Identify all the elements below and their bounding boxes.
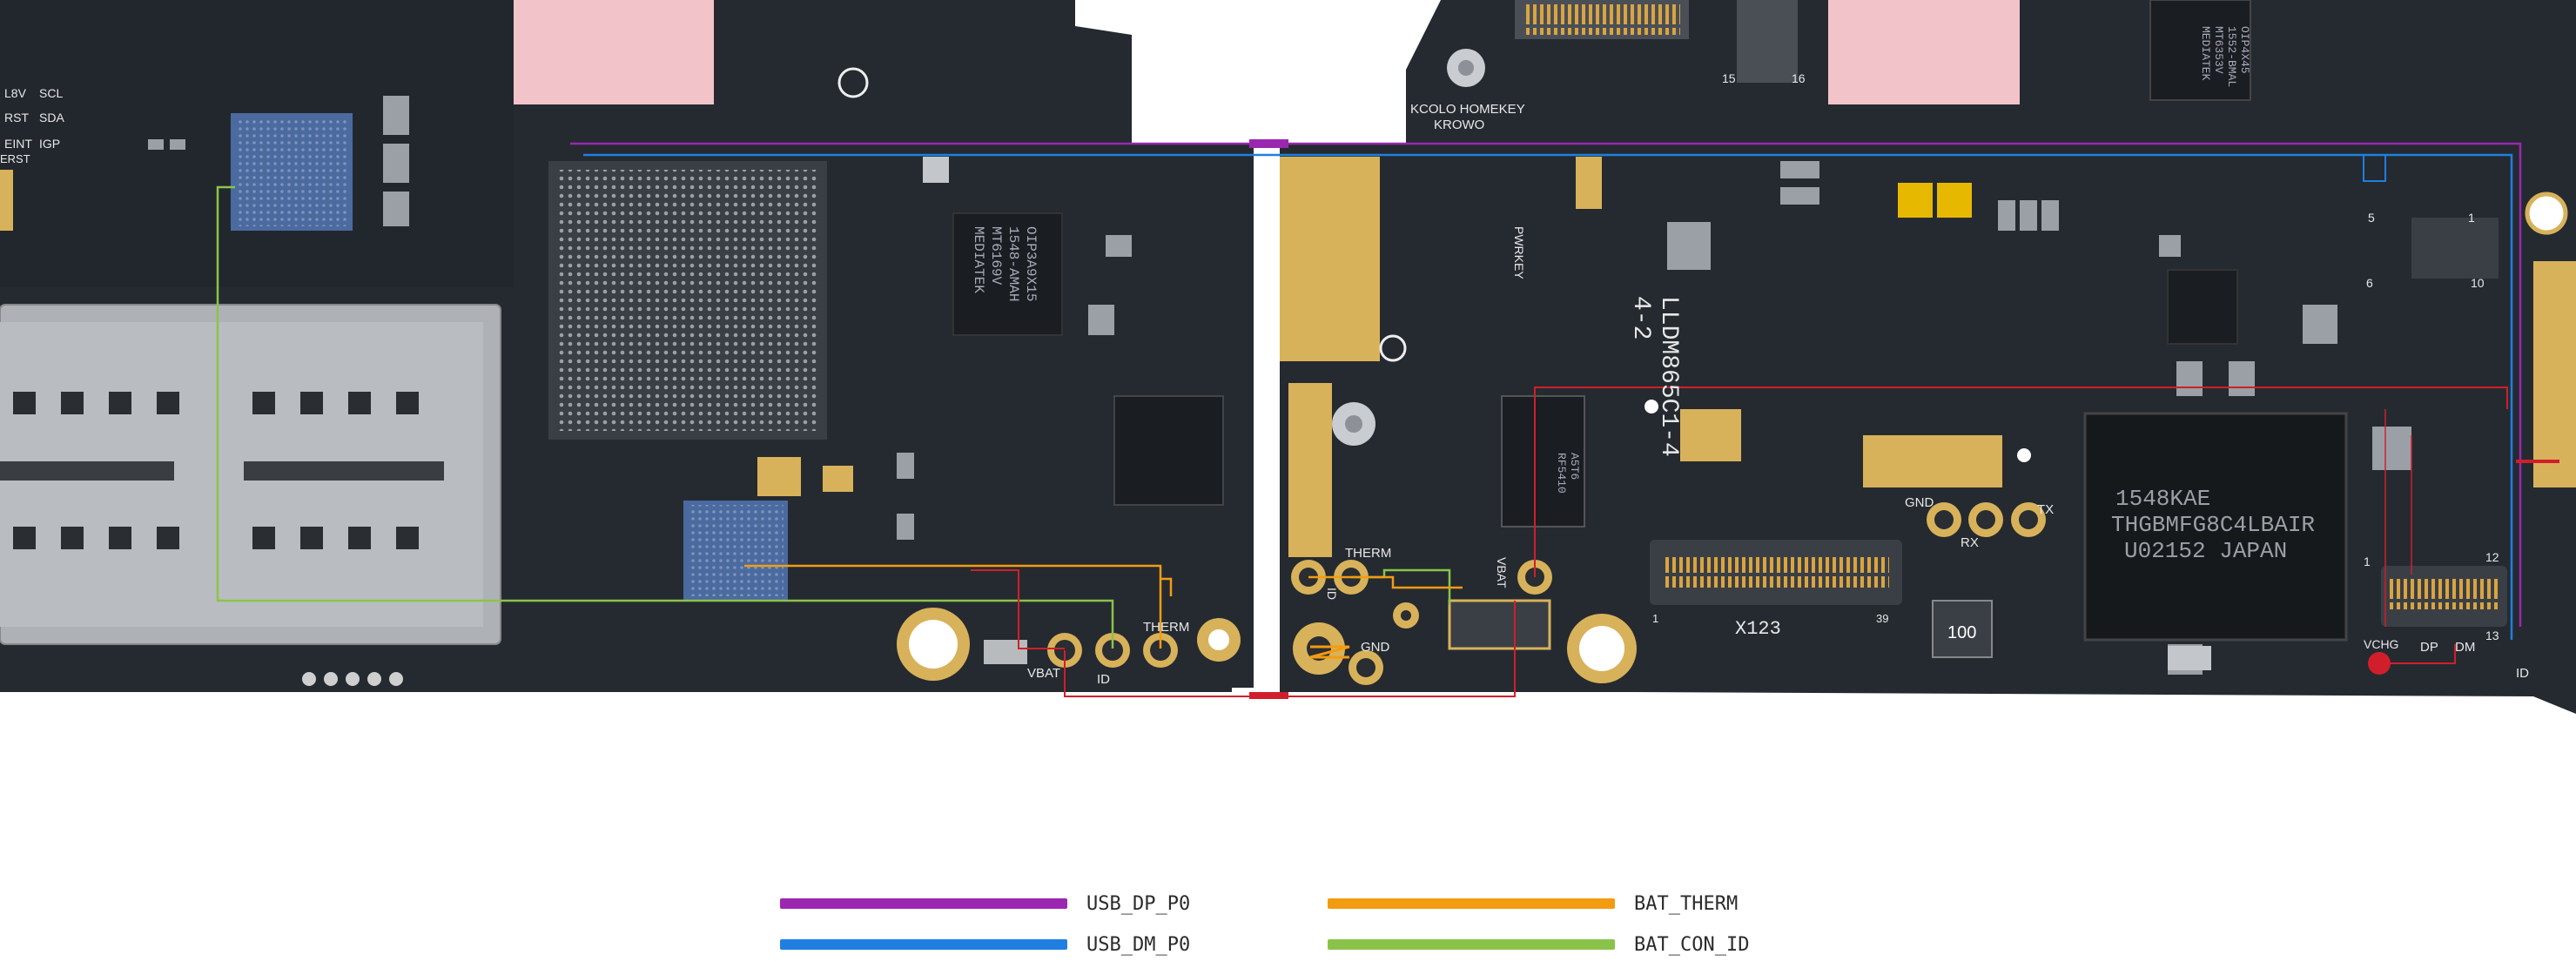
right-board xyxy=(1280,0,2576,714)
silk-rf-chip: RF5410 xyxy=(1555,453,1568,494)
silk-rx: RX xyxy=(1961,535,1979,550)
legend-item-usb-dp: USB_DP_P0 xyxy=(780,892,1190,915)
silk-pin-12: 12 xyxy=(2485,550,2499,564)
silk-x123: X123 xyxy=(1735,618,1781,640)
silk-gnd-top: GND xyxy=(1905,495,1934,510)
silk-therm-right: THERM xyxy=(1345,546,1391,561)
silk-i2c-scl: SCL xyxy=(39,86,63,100)
silk-1548-amah: 1548-AMAH xyxy=(1006,226,1021,301)
silk-homekey-line1: KCOLO HOMEKEY xyxy=(1410,102,1525,117)
silk-therm-left: THERM xyxy=(1143,620,1189,635)
silk-i2c-rst: RST xyxy=(4,111,29,124)
legend-label-bat-therm: BAT_THERM xyxy=(1634,892,1739,915)
silk-pwrkey: PWRKEY xyxy=(1512,226,1526,279)
silk-pin-10: 10 xyxy=(2471,276,2485,290)
silk-inductor: 100 xyxy=(1947,623,1976,642)
silk-oip3a9x15: OIP3A9X15 xyxy=(1023,226,1039,301)
silk-homekey-line2: KROWO xyxy=(1434,118,1484,132)
silk-x123-pin39: 39 xyxy=(1876,612,1888,625)
silk-vbat-right: VBAT xyxy=(1495,557,1509,588)
legend-swatch-bat-con-id xyxy=(1328,939,1615,950)
silk-i2c-sda: SDA xyxy=(39,111,64,124)
legend-label-usb-dp: USB_DP_P0 xyxy=(1086,892,1191,915)
emmc-chip xyxy=(2083,412,2348,642)
trace-bat-therm xyxy=(744,564,1162,649)
silk-board-id-line2: 4-2 xyxy=(1627,296,1654,339)
silk-pin-13: 13 xyxy=(2485,629,2499,642)
silk-pin-1b: 1 xyxy=(2364,555,2371,568)
silk-mt6169v: MT6169V xyxy=(988,226,1004,286)
silk-board-id-line1: LLDM865C1-4 xyxy=(1655,296,1682,457)
silk-mediatek-right: MEDIATEK xyxy=(2199,26,2212,81)
legend-item-usb-dm: USB_DM_P0 xyxy=(780,933,1190,956)
legend-swatch-bat-therm xyxy=(1328,898,1615,909)
silk-rf-chip2: A5T6 xyxy=(1568,453,1581,480)
silkscreen-layer: L8V SCL RST SDA EINT IGP ERST MEDIATEK M… xyxy=(0,26,2529,687)
left-board xyxy=(0,0,1254,714)
silk-id-usb: ID xyxy=(2516,666,2529,681)
legend-item-bat-con-id: BAT_CON_ID xyxy=(1328,933,1749,956)
silk-dm: DM xyxy=(2455,640,2475,655)
silk-x123-pin1: 1 xyxy=(1652,612,1658,625)
silk-emmc-line3: U02152 JAPAN xyxy=(2124,538,2287,564)
silk-pin-6: 6 xyxy=(2366,276,2373,290)
silk-vbat-left: VBAT xyxy=(1027,666,1060,681)
silk-i2c-l8v: L8V xyxy=(4,86,27,100)
legend-swatch-usb-dm xyxy=(780,939,1067,950)
silk-id-right: ID xyxy=(1325,588,1339,600)
silk-mediatek-left: MEDIATEK xyxy=(971,226,986,293)
silk-gnd-bottom: GND xyxy=(1361,640,1390,655)
trace-usb-dm xyxy=(583,153,2513,640)
silk-mt6353v: MT6353V xyxy=(2212,26,2225,74)
transceiver-chip xyxy=(952,212,1063,336)
silk-vchg: VCHG xyxy=(2364,637,2398,651)
silk-dp: DP xyxy=(2420,640,2438,655)
legend-swatch-usb-dp xyxy=(780,898,1067,909)
silk-pin-1: 1 xyxy=(2468,211,2475,225)
silk-conn-pin-16: 16 xyxy=(1792,71,1806,85)
silk-emmc-line2: THGBMFG8C4LBAIR xyxy=(2111,512,2315,538)
silk-oip4x45: OIP4X45 xyxy=(2238,26,2251,74)
silk-conn-pin-15: 15 xyxy=(1722,71,1736,85)
silk-emmc-line1: 1548KAE xyxy=(2115,486,2210,512)
silk-pin-5: 5 xyxy=(2368,211,2375,225)
legend-label-bat-con-id: BAT_CON_ID xyxy=(1634,933,1750,956)
silk-i2c-erst: ERST xyxy=(0,152,30,165)
silk-i2c-eint: EINT xyxy=(4,137,32,151)
silk-id-left: ID xyxy=(1097,672,1110,687)
trace-bat-con-id xyxy=(216,185,1114,649)
trace-usb-dp xyxy=(570,142,2522,627)
silk-1552-bmal: 1552-BMAL xyxy=(2225,26,2238,87)
legend-label-usb-dm: USB_DM_P0 xyxy=(1086,933,1191,956)
traces xyxy=(216,142,2559,697)
silk-i2c-igp: IGP xyxy=(39,137,60,151)
silk-tx: TX xyxy=(2037,502,2054,517)
legend-item-bat-therm: BAT_THERM xyxy=(1328,892,1738,915)
